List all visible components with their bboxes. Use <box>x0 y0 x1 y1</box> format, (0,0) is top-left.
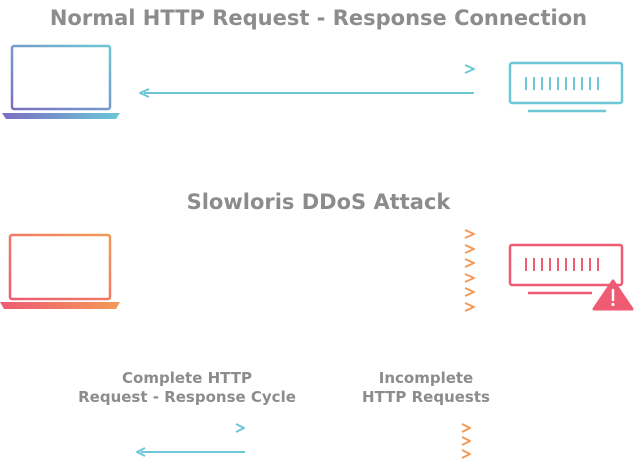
legend-complete-arrows <box>136 423 245 457</box>
legend-response-arrow <box>136 447 245 457</box>
legend-complete-line1: Complete HTTP <box>122 369 252 387</box>
legend-incomplete-arrows <box>374 423 471 459</box>
legend-incomplete-label: Incomplete HTTP Requests <box>306 369 546 407</box>
legend-incomplete-line1: Incomplete <box>378 369 474 387</box>
attacker-laptop-icon <box>0 233 120 309</box>
legend-incomplete-arrow <box>374 423 471 433</box>
legend-incomplete-line2: HTTP Requests <box>362 388 490 406</box>
incomplete-request-arrow <box>140 258 475 268</box>
server-icon <box>508 61 624 113</box>
incomplete-request-arrow <box>140 244 475 254</box>
legend-complete-line2: Request - Response Cycle <box>78 388 296 406</box>
normal-connection-title: Normal HTTP Request - Response Connectio… <box>49 6 588 30</box>
warning-triangle-icon <box>592 279 634 311</box>
incomplete-request-arrow <box>140 287 475 297</box>
legend-request-arrow <box>136 423 245 433</box>
request-arrow <box>140 64 475 74</box>
incomplete-request-arrow <box>140 273 475 283</box>
incomplete-request-arrow <box>140 229 475 239</box>
slowloris-attack-title: Slowloris DDoS Attack <box>186 190 451 214</box>
response-arrow <box>139 88 474 98</box>
legend-incomplete-arrow <box>374 436 471 446</box>
incomplete-request-arrow <box>140 302 475 312</box>
incomplete-request-arrows <box>140 229 475 312</box>
legend-complete-label: Complete HTTP Request - Response Cycle <box>67 369 307 407</box>
legend-incomplete-arrow <box>374 449 471 459</box>
laptop-icon <box>2 44 120 119</box>
overloaded-server-icon <box>508 243 624 295</box>
